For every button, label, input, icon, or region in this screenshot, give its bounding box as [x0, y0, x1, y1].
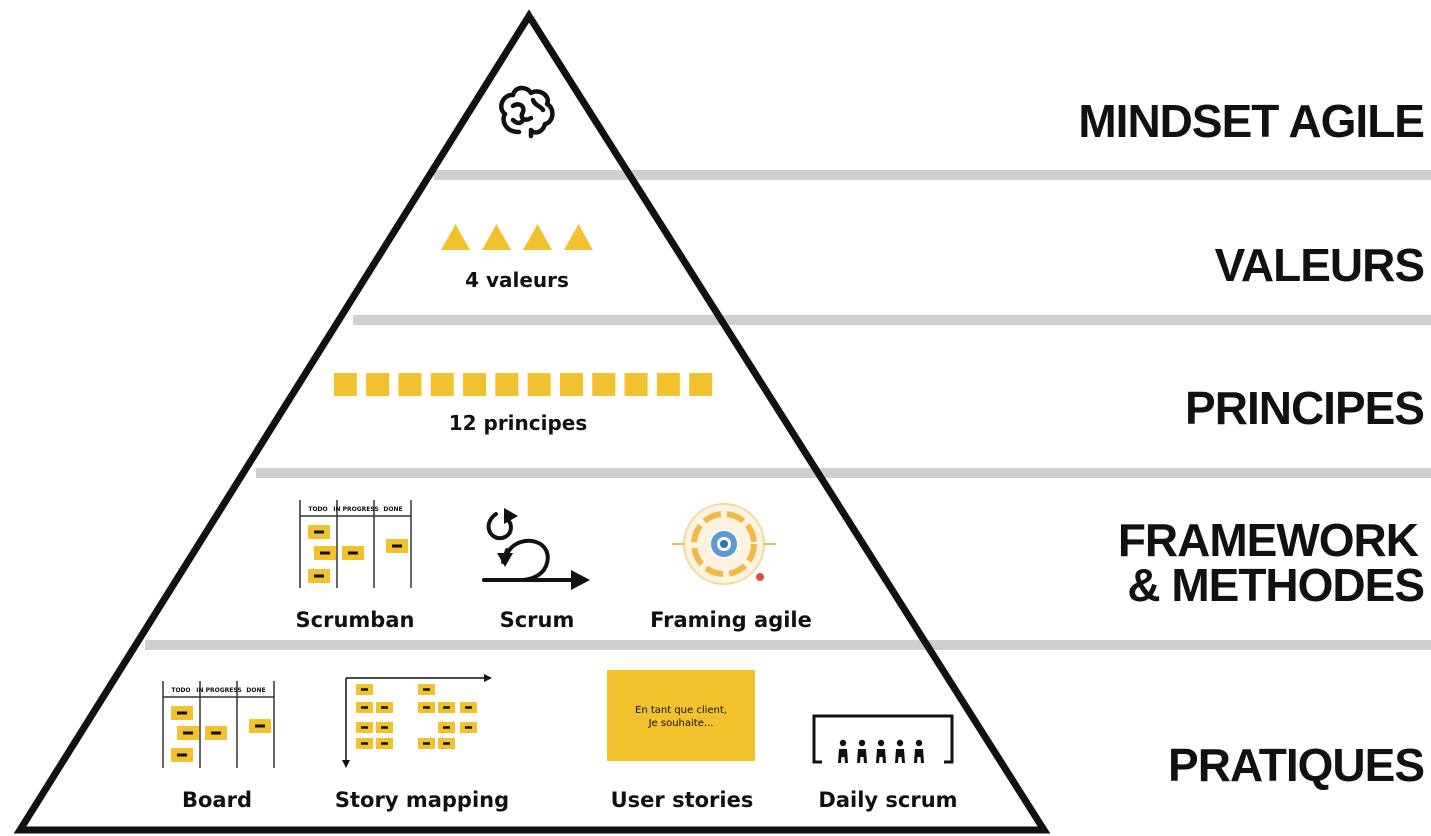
principe-square	[495, 373, 519, 396]
person-icon	[914, 739, 924, 763]
principe-square	[527, 373, 551, 396]
caption-valeurs: 4 valeurs	[465, 268, 569, 292]
user-story-line1: En tant que client,	[635, 705, 727, 716]
separator-4	[145, 640, 1431, 650]
principe-square	[398, 373, 422, 396]
scrum-top-arrowhead	[504, 508, 518, 524]
scrumban-col-done: DONE	[383, 506, 402, 513]
caption-framing-agile: Framing agile	[650, 608, 812, 632]
title-principes: PRINCIPES	[1185, 382, 1424, 434]
separator-3	[256, 468, 1431, 478]
caption-scrum: Scrum	[500, 608, 575, 632]
board-col-done: DONE	[246, 687, 265, 694]
layer-titles: MINDSET AGILE VALEURS PRINCIPES FRAMEWOR…	[1078, 95, 1425, 791]
separator-2	[353, 315, 1431, 325]
principe-square	[463, 373, 487, 396]
valeur-triangle	[523, 224, 552, 250]
board-col-progress: IN PROGRESS	[196, 687, 241, 694]
person-icon	[895, 739, 905, 763]
title-framework-line1: FRAMEWORK	[1118, 514, 1419, 566]
pyramid-outline	[13, 9, 1051, 834]
user-story-line2: Je souhaite...	[648, 718, 714, 729]
caption-scrumban: Scrumban	[296, 608, 415, 632]
scrum-cycle-icon	[482, 512, 578, 582]
title-framework-line2: & METHODES	[1127, 559, 1424, 611]
principe-square	[592, 373, 616, 396]
principe-square	[689, 373, 713, 396]
title-pratiques: PRATIQUES	[1168, 739, 1424, 791]
person-icon	[857, 739, 867, 763]
caption-story-mapping: Story mapping	[335, 788, 509, 812]
scrumban-board-icon: TODO IN PROGRESS DONE	[299, 500, 412, 588]
caption-daily-scrum: Daily scrum	[818, 788, 957, 812]
brain-icon	[499, 85, 555, 139]
separator-1	[434, 170, 1431, 180]
story-mapping-icon	[342, 674, 492, 768]
principe-square	[333, 373, 357, 396]
scrum-loop-arrowhead	[497, 553, 513, 567]
caption-user-stories: User stories	[611, 788, 754, 812]
board-icon: TODO IN PROGRESS DONE	[162, 681, 275, 768]
principe-square	[366, 373, 390, 396]
principe-square	[624, 373, 648, 396]
person-icon	[876, 739, 886, 763]
scrumban-col-todo: TODO	[308, 506, 327, 513]
valeur-triangle	[564, 224, 593, 250]
valeur-triangle	[482, 224, 511, 250]
board-col-todo: TODO	[171, 687, 190, 694]
principes-squares	[333, 373, 713, 396]
person-icon	[838, 739, 848, 763]
valeurs-triangles	[441, 224, 593, 250]
title-valeurs: VALEURS	[1215, 239, 1424, 291]
user-story-card: En tant que client, Je souhaite...	[607, 670, 755, 761]
framing-agile-wheel-icon	[672, 503, 776, 585]
principe-square	[430, 373, 454, 396]
scrum-cycle-arrowhead	[571, 570, 590, 590]
daily-scrum-icon	[812, 714, 954, 764]
scrumban-col-progress: IN PROGRESS	[333, 506, 378, 513]
layer-separators	[145, 170, 1431, 650]
valeur-triangle	[441, 224, 470, 250]
title-mindset: MINDSET AGILE	[1078, 95, 1424, 147]
caption-principes: 12 principes	[449, 411, 588, 435]
principe-square	[559, 373, 583, 396]
caption-board: Board	[182, 788, 252, 812]
principe-square	[656, 373, 680, 396]
